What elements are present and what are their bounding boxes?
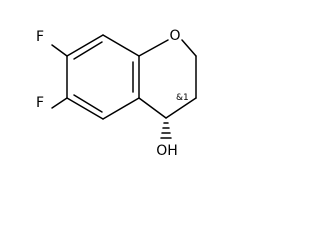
- atom-ring-oxygen: O: [169, 28, 180, 44]
- bond-c8a-o1: [138, 39, 169, 57]
- stereo-flag-label: &1: [176, 93, 189, 103]
- hashed-wedge-bond: [160, 122, 172, 139]
- bond-c6-c5: [66, 97, 104, 120]
- chemical-structure: F F O OH &1: [36, 28, 197, 159]
- benzene-ring: [66, 34, 140, 120]
- atom-fluorine-top: F: [36, 29, 44, 45]
- atom-hydroxyl: OH: [156, 143, 178, 159]
- bond-c5-c4a: [102, 97, 140, 120]
- bond-c6-f: [51, 97, 68, 109]
- bond-c4-c4a: [138, 97, 167, 119]
- bond-o1-c2: [181, 39, 197, 57]
- double-bond-c6-c5: [73, 94, 103, 113]
- pyran-ring: [138, 39, 197, 119]
- bond-c8-c7: [66, 34, 104, 57]
- bond-c3-c4: [165, 97, 197, 119]
- bond-c7-f: [51, 44, 68, 57]
- atom-fluorine-bottom: F: [36, 95, 44, 111]
- double-bond-c8-c7: [73, 41, 103, 60]
- bond-c8a-c8: [102, 34, 140, 57]
